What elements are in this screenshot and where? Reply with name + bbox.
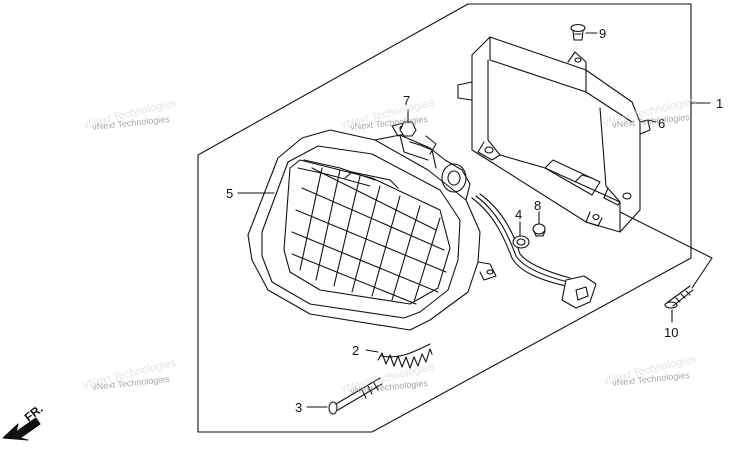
callout-1: 1 — [716, 96, 724, 111]
part-9-screw — [570, 23, 598, 41]
part-7-nut — [399, 109, 417, 137]
callout-3: 3 — [295, 400, 303, 415]
headlight-unit — [247, 121, 497, 331]
headlight-case — [457, 36, 651, 233]
callout-10: 10 — [664, 325, 679, 340]
fr-arrow — [2, 417, 41, 441]
part-8-nut — [532, 211, 546, 237]
callout-9: 9 — [599, 26, 607, 41]
wiring-harness — [471, 193, 597, 309]
callout-4: 4 — [515, 207, 523, 222]
part-4-grommet — [512, 221, 530, 249]
part-10-screw — [664, 285, 694, 323]
part-3-bolt — [306, 377, 383, 415]
assembly-boundary — [197, 3, 692, 433]
part-2-spring — [365, 343, 433, 369]
callout-5: 5 — [226, 186, 234, 201]
callout-8: 8 — [534, 198, 542, 213]
callout-6: 6 — [658, 116, 666, 131]
callout-7: 7 — [403, 93, 411, 108]
leader-lines — [237, 102, 713, 289]
callout-2: 2 — [352, 343, 360, 358]
